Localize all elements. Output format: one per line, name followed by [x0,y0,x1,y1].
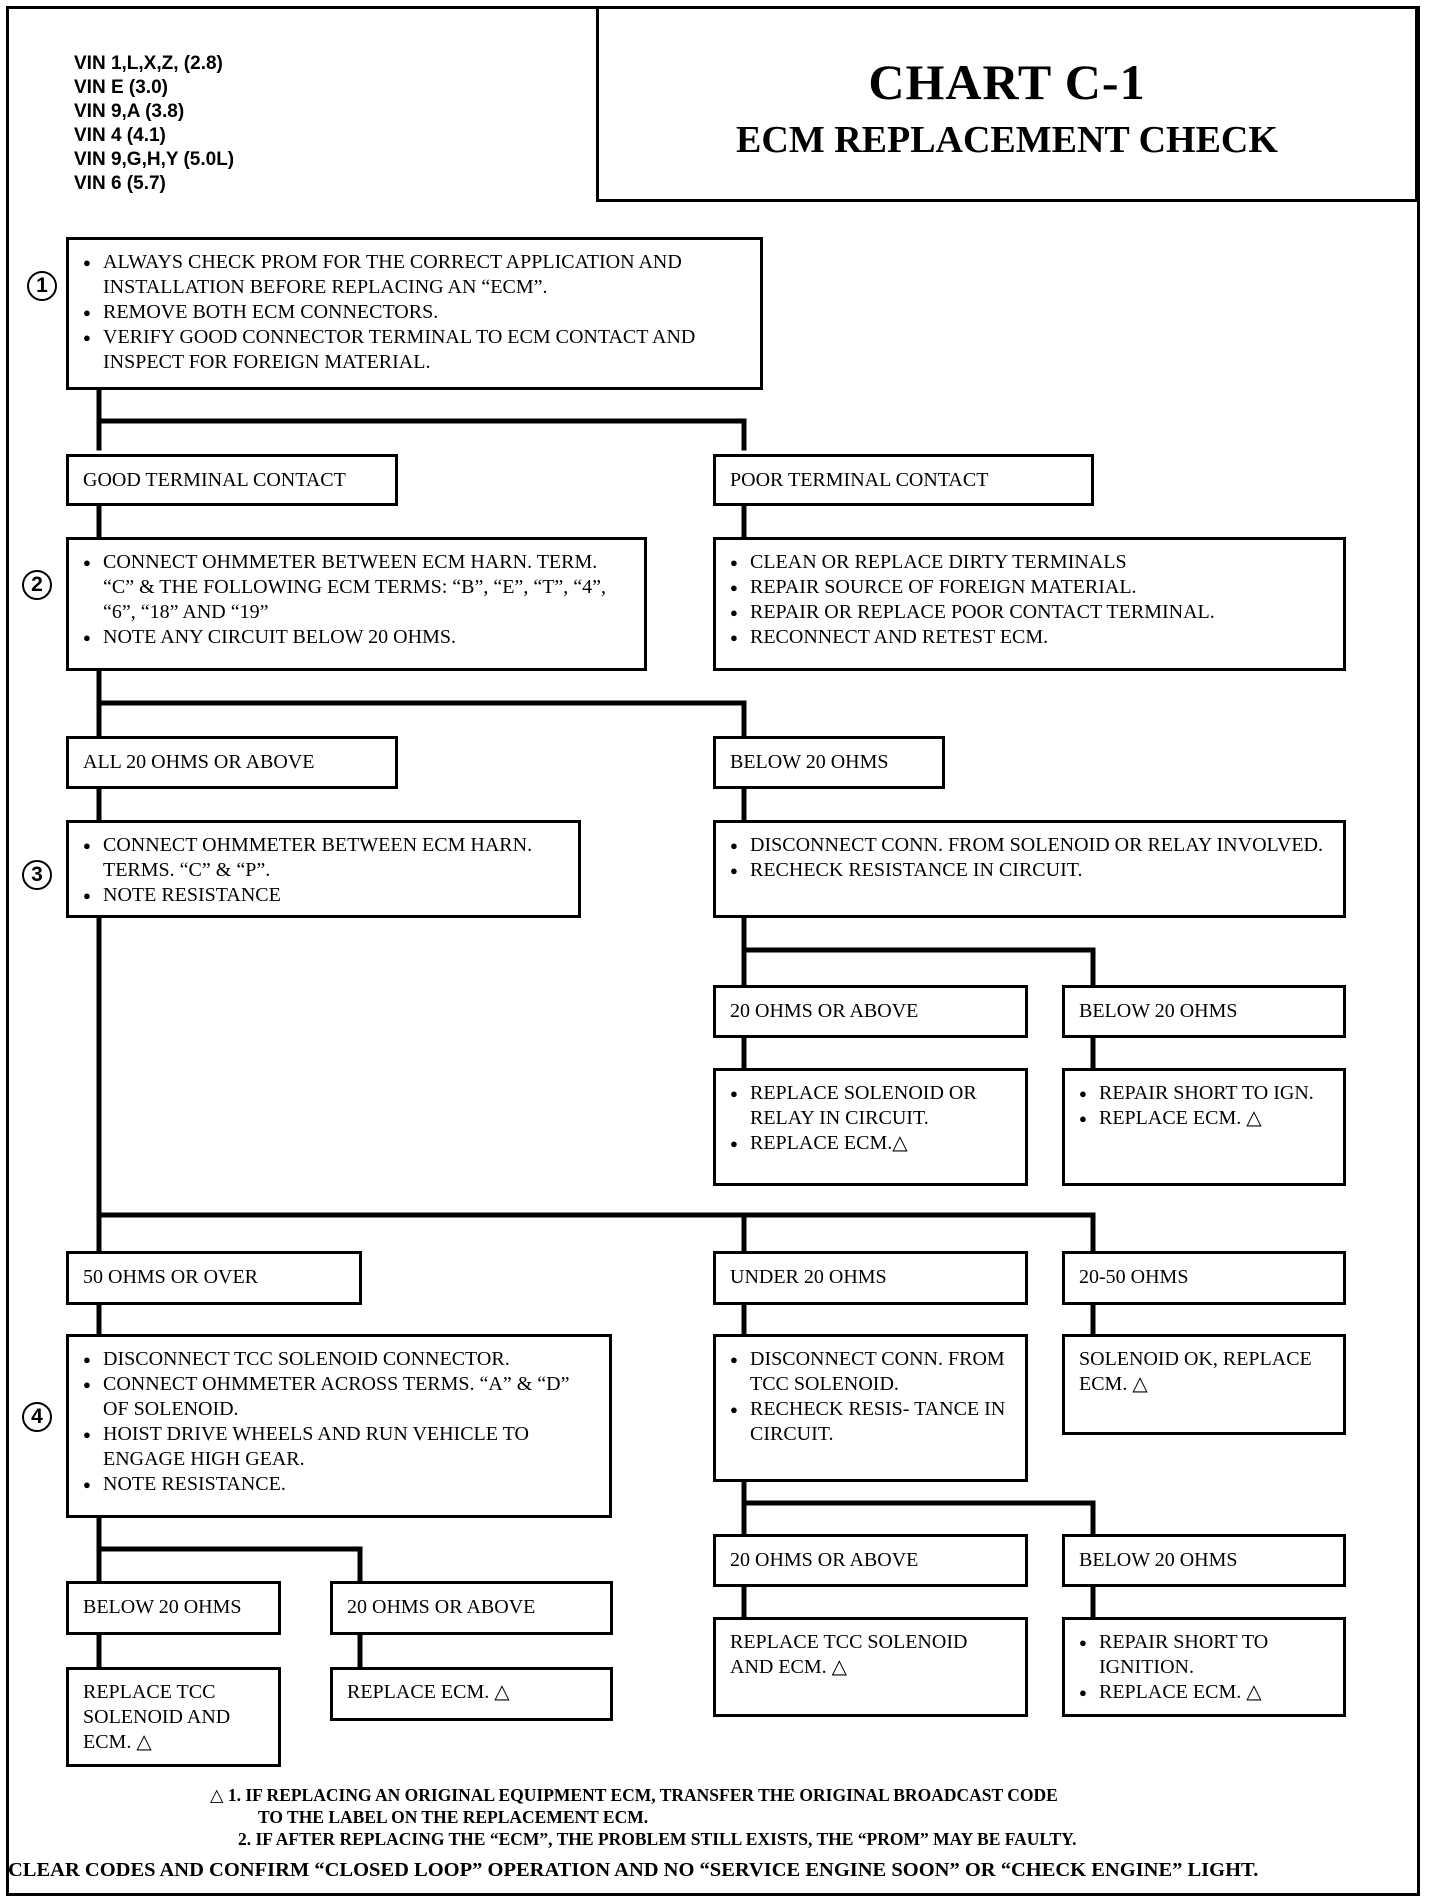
vin-line: VIN 1,L,X,Z, (2.8) [74,53,223,74]
chart-title: CHART C-1 [868,54,1146,110]
step-number-3: 3 [22,860,52,890]
step1-box: ALWAYS CHECK PROM FOR THE CORRECT APPLIC… [66,237,763,390]
step1-bullet: ALWAYS CHECK PROM FOR THE CORRECT APPLIC… [83,250,746,300]
poor-actions-box: CLEAN OR REPLACE DIRTY TERMINALS REPAIR … [713,537,1346,671]
b20-label: BELOW 20 OHMS [66,1581,281,1635]
vin-line: VIN 9,A (3.8) [74,101,185,122]
step-number-2: 2 [22,570,52,600]
repair-short-bullet: REPLACE ECM. △ [1079,1106,1329,1131]
step2-box: CONNECT OHMMETER BETWEEN ECM HARN. TERM.… [66,537,647,671]
step1-bullet: REMOVE BOTH ECM CONNECTORS. [83,300,746,325]
connector-9-branch [96,1546,363,1584]
step3-bullet: CONNECT OHMMETER BETWEEN ECM HARN. TERMS… [83,833,564,883]
poor-action: RECONNECT AND RETEST ECM. [730,625,1329,650]
footnotes: △ 1. IF REPLACING AN ORIGINAL EQUIPMENT … [210,1784,1310,1850]
replace-ecm-box: REPLACE ECM. △ [330,1667,613,1721]
connector-3-branch [96,700,747,738]
under20-bullet: DISCONNECT CONN. FROM TCC SOLENOID. [730,1347,1011,1397]
connector-11-branch [741,1500,1096,1537]
replace-solenoid-bullet: REPLACE ECM.△ [730,1131,1011,1156]
disconnect-bullet: DISCONNECT CONN. FROM SOLENOID OR RELAY … [730,833,1329,858]
replace-solenoid-box: REPLACE SOLENOID OR RELAY IN CIRCUIT. RE… [713,1068,1028,1186]
bottom-instruction: CLEAR CODES AND CONFIRM “CLOSED LOOP” OP… [8,1859,1259,1881]
step3-box: CONNECT OHMMETER BETWEEN ECM HARN. TERMS… [66,820,581,918]
vin-line: VIN 6 (5.7) [74,173,166,194]
connector-5-branch [741,947,1096,988]
chart-subtitle: ECM REPLACEMENT CHECK [736,119,1278,161]
a20-label: 20 OHMS OR ABOVE [330,1581,613,1635]
step4-bullet: HOIST DRIVE WHEELS AND RUN VEHICLE TO EN… [83,1422,595,1472]
repair-short-ign-bullet: REPAIR SHORT TO IGNITION. [1079,1630,1329,1680]
replace-tcc-box: REPLACE TCC SOLENOID AND ECM. △ [66,1667,281,1767]
poor-action: REPAIR OR REPLACE POOR CONTACT TERMINAL. [730,600,1329,625]
step4-bullet: NOTE RESISTANCE. [83,1472,595,1497]
repair-short-ign-box: REPAIR SHORT TO IGNITION. REPLACE ECM. △ [1062,1617,1346,1717]
step4-box: DISCONNECT TCC SOLENOID CONNECTOR. CONNE… [66,1334,612,1518]
repair-short-bullet: REPAIR SHORT TO IGN. [1079,1081,1329,1106]
step2-bullet: CONNECT OHMMETER BETWEEN ECM HARN. TERM.… [83,550,630,625]
poor-terminal-label: POOR TERMINAL CONTACT [713,454,1094,506]
repair-short-ign-bullet: REPLACE ECM. △ [1079,1680,1329,1705]
vin-list: VIN 1,L,X,Z, (2.8) VIN E (3.0) VIN 9,A (… [74,52,234,196]
good-terminal-label: GOOD TERMINAL CONTACT [66,454,398,506]
connector-7-branch [96,1212,1096,1253]
below20-label: BELOW 20 OHMS [713,736,945,789]
disconnect-box: DISCONNECT CONN. FROM SOLENOID OR RELAY … [713,820,1346,918]
vin-line: VIN 9,G,H,Y (5.0L) [74,149,235,170]
ohms50-label: 50 OHMS OR OVER [66,1251,362,1305]
u-a20-label: 20 OHMS OR ABOVE [713,1534,1028,1587]
under20-box: DISCONNECT CONN. FROM TCC SOLENOID. RECH… [713,1334,1028,1482]
step-number-1: 1 [27,271,57,301]
repair-short-box: REPAIR SHORT TO IGN. REPLACE ECM. △ [1062,1068,1346,1186]
footnote-1: △ 1. IF REPLACING AN ORIGINAL EQUIPMENT … [210,1785,1058,1805]
poor-action: CLEAN OR REPLACE DIRTY TERMINALS [730,550,1329,575]
footnote-2: 2. IF AFTER REPLACING THE “ECM”, THE PRO… [238,1829,1077,1849]
connector-1-branch [96,418,747,451]
under20-bullet: RECHECK RESIS- TANCE IN CIRCUIT. [730,1397,1011,1447]
poor-action: REPAIR SOURCE OF FOREIGN MATERIAL. [730,575,1329,600]
range-20-50-label: 20-50 OHMS [1062,1251,1346,1305]
r20above-label: 20 OHMS OR ABOVE [713,985,1028,1038]
step1-bullet: VERIFY GOOD CONNECTOR TERMINAL TO ECM CO… [83,325,746,375]
solenoid-ok-box: SOLENOID OK, REPLACE ECM. △ [1062,1334,1346,1435]
replace-tcc-ecm-box: REPLACE TCC SOLENOID AND ECM. △ [713,1617,1028,1717]
all20-label: ALL 20 OHMS OR ABOVE [66,736,398,789]
step4-bullet: CONNECT OHMMETER ACROSS TERMS. “A” & “D”… [83,1372,595,1422]
footnote-1b: TO THE LABEL ON THE REPLACEMENT ECM. [258,1807,649,1827]
title-box: CHART C-1 ECM REPLACEMENT CHECK [596,6,1418,202]
replace-solenoid-bullet: REPLACE SOLENOID OR RELAY IN CIRCUIT. [730,1081,1011,1131]
vin-line: VIN 4 (4.1) [74,125,166,146]
step-number-4: 4 [22,1402,52,1432]
step4-bullet: DISCONNECT TCC SOLENOID CONNECTOR. [83,1347,595,1372]
step3-bullet: NOTE RESISTANCE [83,883,564,908]
u-b20-label: BELOW 20 OHMS [1062,1534,1346,1587]
step2-bullet: NOTE ANY CIRCUIT BELOW 20 OHMS. [83,625,630,650]
under20-label: UNDER 20 OHMS [713,1251,1028,1305]
disconnect-bullet: RECHECK RESISTANCE IN CIRCUIT. [730,858,1329,883]
r-below20-label: BELOW 20 OHMS [1062,985,1346,1038]
vin-line: VIN E (3.0) [74,77,168,98]
